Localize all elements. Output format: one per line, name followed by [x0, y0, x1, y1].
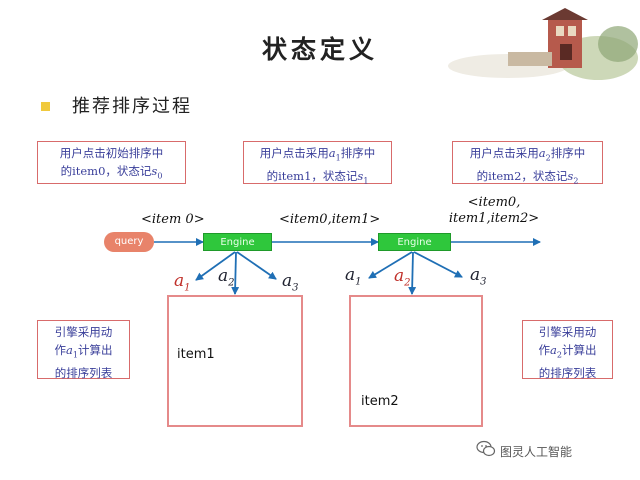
action-a3-engine2: a3: [470, 265, 487, 288]
note-s1-line2: 的item1，状态记s1: [266, 169, 369, 186]
branch-1-a3: [236, 251, 277, 280]
item-label-2: item2: [361, 394, 399, 409]
action-a1-engine1: a1: [174, 271, 191, 294]
engine-node-1: Engine: [203, 233, 272, 251]
note-a2-line1: 引擎采用动: [538, 325, 597, 339]
branch-2-a3: [413, 251, 463, 278]
branch-1-a2: [231, 251, 240, 295]
note-state-s1: 用户点击采用a1排序中 的item1，状态记s1: [243, 141, 392, 186]
bullet-marker: [41, 102, 50, 111]
note-s0-line1: 用户点击初始排序中: [59, 146, 164, 160]
action-a2-engine2: a2: [394, 266, 411, 289]
note-s0-line2: 的item0，状态记s0: [60, 164, 163, 181]
building-decoration: [448, 8, 638, 88]
action-a2-engine1: a2: [218, 266, 235, 289]
label-state-1: <item0,item1>: [279, 212, 381, 227]
note-a1-line1: 引擎采用动: [54, 325, 113, 339]
page-title: 状态定义: [261, 35, 378, 64]
action-a1-engine2: a1: [345, 265, 362, 288]
label-state-0: <item 0>: [141, 212, 205, 227]
note-engine-a2: 引擎采用动 作a2计算出 的排序列表: [522, 320, 613, 381]
note-a2-line3: 的排序列表: [538, 366, 597, 381]
item-label-1: item1: [177, 347, 215, 362]
note-s2-line1: 用户点击采用a2排序中: [469, 146, 586, 163]
branch-2-a1: [368, 251, 413, 279]
note-s2-line2: 的item2，状态记s2: [476, 169, 579, 186]
query-node: query: [104, 232, 154, 252]
note-s1-line1: 用户点击采用a1排序中: [259, 146, 376, 163]
action-a3-engine1: a3: [282, 271, 299, 294]
branch-1-a1: [195, 251, 236, 281]
label-state-2-line2: item1,item2>: [448, 211, 540, 226]
bullet-heading: 推荐排序过程: [72, 96, 192, 117]
note-state-s2: 用户点击采用a2排序中 的item2，状态记s2: [452, 141, 603, 186]
wechat-icon: [476, 440, 496, 457]
note-state-s0: 用户点击初始排序中 的item0，状态记s0: [37, 141, 186, 184]
note-a1-line3: 的排序列表: [54, 366, 113, 381]
item-list-box-2: [349, 295, 483, 427]
label-state-2-line1: <item0,: [467, 195, 521, 210]
note-a1-line2: 作a1计算出: [54, 343, 113, 360]
engine-node-2: Engine: [378, 233, 451, 251]
item-list-box-1: [167, 295, 303, 427]
branch-2-a2: [408, 251, 417, 295]
watermark-text: 图灵人工智能: [500, 445, 573, 459]
note-a2-line2: 作a2计算出: [538, 343, 597, 360]
note-engine-a1: 引擎采用动 作a1计算出 的排序列表: [37, 320, 130, 381]
label-state-2: <item0, item1,item2>: [448, 195, 540, 227]
